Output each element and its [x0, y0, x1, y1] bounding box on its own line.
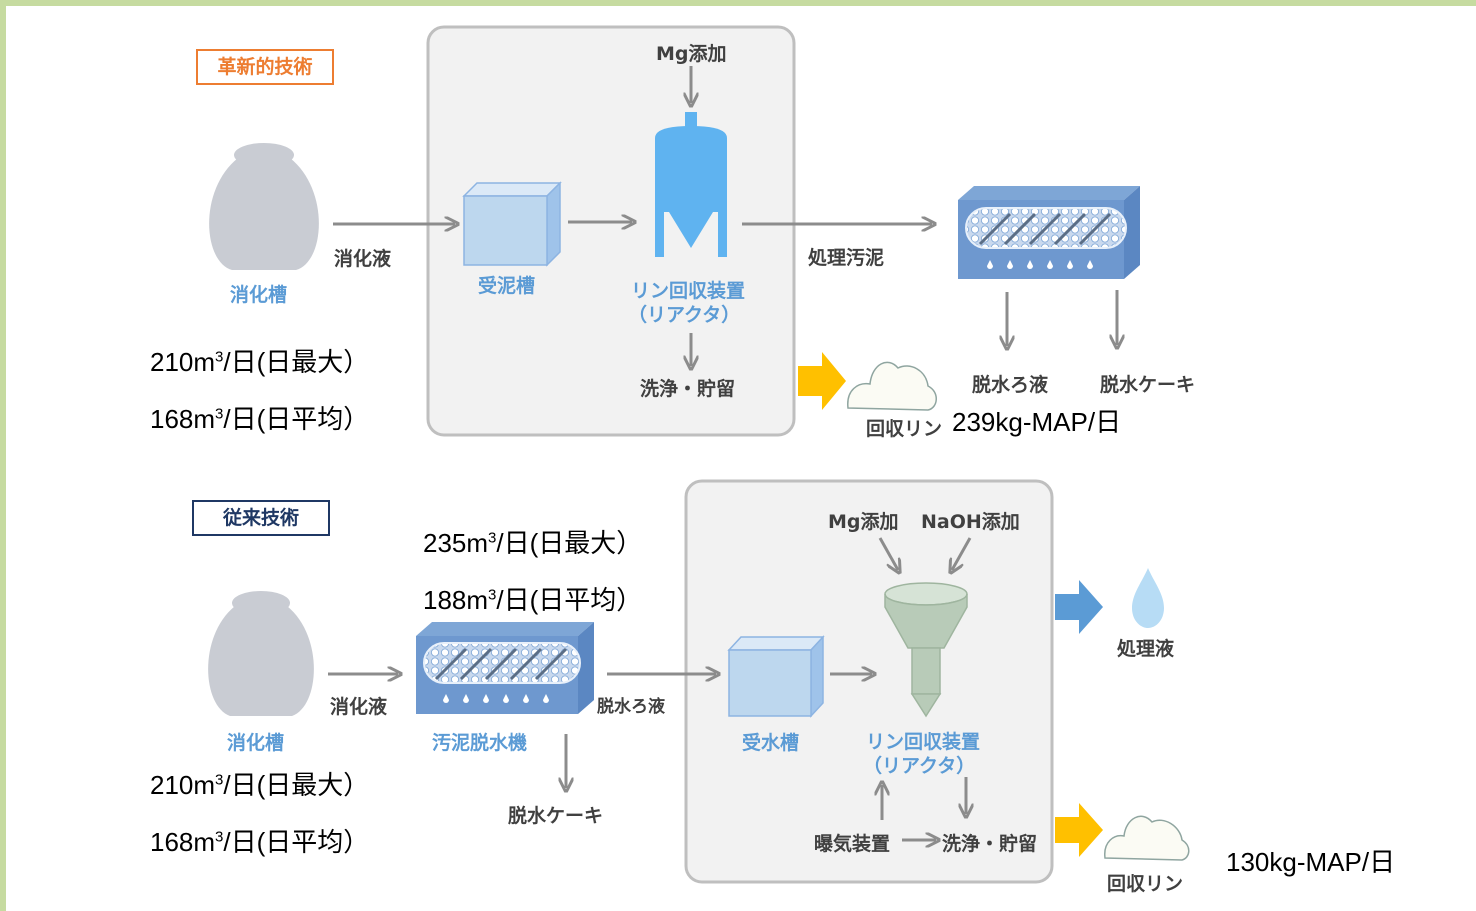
bottom-blue-arrow	[1055, 580, 1103, 634]
bottom-dewater-cake-label: 脱水ケーキ	[508, 805, 604, 827]
bottom-receiving-tank	[727, 635, 825, 718]
top-reactor-label: リン回収装置	[631, 280, 746, 302]
bottom-receiving-tank-label: 受水槽	[742, 732, 800, 754]
water-drop-icon	[1132, 568, 1164, 628]
top-digester-liquid-label: 消化液	[334, 248, 392, 270]
bottom-flow-max: 210m3/日(日最大）	[150, 770, 370, 800]
bottom-dewatering-machine-label: 汚泥脱水機	[432, 732, 528, 754]
bottom-reactor-funnel	[884, 582, 968, 718]
top-flow-max: 210m3/日(日最大）	[150, 347, 370, 377]
top-receiving-tank	[462, 181, 562, 267]
bottom-naoh-add-label: NaOH添加	[921, 511, 1020, 533]
top-recovered-p-label: 回収リン	[866, 418, 943, 440]
bottom-process-box	[684, 479, 1054, 884]
bottom-reactor-label: リン回収装置	[866, 731, 981, 753]
bottom-wash-store-label: 洗浄・貯留	[942, 833, 1038, 855]
bottom-arrow-mg	[878, 537, 898, 570]
bottom-flow-avg: 168m3/日(日平均）	[150, 827, 370, 857]
bottom-recovered-amount: 130kg-MAP/日	[1226, 847, 1396, 877]
top-mg-add-label: Mg添加	[656, 43, 727, 65]
bottom-digester-tank	[208, 591, 314, 716]
bottom-recovered-p-label: 回収リン	[1107, 873, 1184, 895]
bottom-arrow-naoh	[952, 537, 972, 570]
bottom-digester-label: 消化槽	[227, 732, 285, 754]
top-dewatering-machine	[958, 186, 1140, 279]
bottom-filtrate-flow-avg: 188m3/日(日平均）	[423, 585, 643, 615]
bottom-digester-liquid-label: 消化液	[330, 696, 388, 718]
top-dewater-cake-label: 脱水ケーキ	[1100, 374, 1196, 396]
top-reactor-vessel	[655, 112, 727, 257]
top-dewater-filtrate-label: 脱水ろ液	[972, 374, 1049, 396]
bottom-filtrate-label: 脱水ろ液	[597, 697, 665, 717]
innovative-tech-tag: 革新的技術	[196, 49, 334, 85]
top-treated-sludge-label: 処理汚泥	[808, 247, 885, 269]
top-receiving-tank-label: 受泥槽	[478, 275, 536, 297]
bottom-reactor-sublabel: （リアクタ）	[863, 755, 976, 777]
bottom-mg-add-label: Mg添加	[828, 511, 899, 533]
top-yellow-arrow	[798, 352, 846, 410]
conventional-tech-tag: 従来技術	[192, 500, 330, 536]
top-flow-avg: 168m3/日(日平均）	[150, 404, 370, 434]
top-recovered-amount: 239kg-MAP/日	[952, 407, 1122, 437]
top-digester-tank	[209, 143, 319, 270]
top-phosphorus-pile	[847, 361, 937, 411]
bottom-treated-liquid-label: 処理液	[1117, 638, 1175, 660]
bottom-dewatering-machine	[416, 622, 594, 714]
bottom-filtrate-flow-max: 235m3/日(日最大）	[423, 528, 643, 558]
bottom-phosphorus-pile	[1104, 815, 1190, 861]
bottom-aeration-label: 曝気装置	[814, 833, 891, 855]
top-wash-store-label: 洗浄・貯留	[640, 378, 736, 400]
top-reactor-sublabel: （リアクタ）	[628, 304, 741, 326]
bottom-yellow-arrow	[1055, 803, 1103, 857]
top-digester-label: 消化槽	[230, 284, 288, 306]
